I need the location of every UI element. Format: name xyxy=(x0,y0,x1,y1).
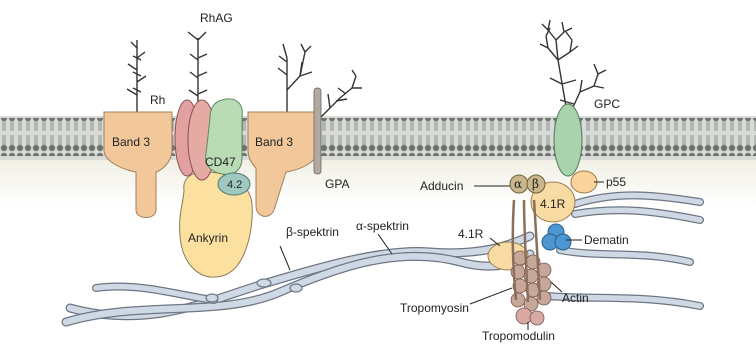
dematin-protein xyxy=(542,224,571,250)
adducin-beta-label: β xyxy=(532,177,539,191)
ankyrin-label: Ankyrin xyxy=(188,231,228,245)
band3-right-label: Band 3 xyxy=(255,135,293,149)
tropomyosin-label: Tropomyosin xyxy=(400,301,469,315)
beta-spektrin-label: β-spektrin xyxy=(286,225,339,239)
rh-label: Rh xyxy=(150,93,165,107)
protein-4-1r-right-label: 4.1R xyxy=(540,197,566,211)
gpa-label: GPA xyxy=(325,177,349,191)
adducin-alpha-label: α xyxy=(514,177,522,191)
actin-filament xyxy=(511,251,551,311)
adducin-label: Adducin xyxy=(420,179,463,193)
cd47-label: CD47 xyxy=(205,155,236,169)
gpc-protein xyxy=(554,104,582,176)
p55-protein xyxy=(571,171,597,193)
rhag-label: RhAG xyxy=(200,11,233,25)
cytoplasm-area xyxy=(0,158,756,208)
actin-label: Actin xyxy=(562,291,589,305)
protein-4-2-label: 4.2 xyxy=(227,179,242,191)
protein-4-1r-left-label: 4.1R xyxy=(458,227,484,241)
tropomodulin-label: Tropomodulin xyxy=(482,329,555,343)
p55-label: p55 xyxy=(606,175,626,189)
gpc-label: GPC xyxy=(594,97,620,111)
spectrin-network xyxy=(66,195,700,322)
tropomodulin-protein xyxy=(516,308,544,325)
gpa-protein xyxy=(314,88,321,174)
alpha-spektrin-label: α-spektrin xyxy=(356,219,409,233)
dematin-label: Dematin xyxy=(584,233,629,247)
band3-left-label: Band 3 xyxy=(112,135,150,149)
